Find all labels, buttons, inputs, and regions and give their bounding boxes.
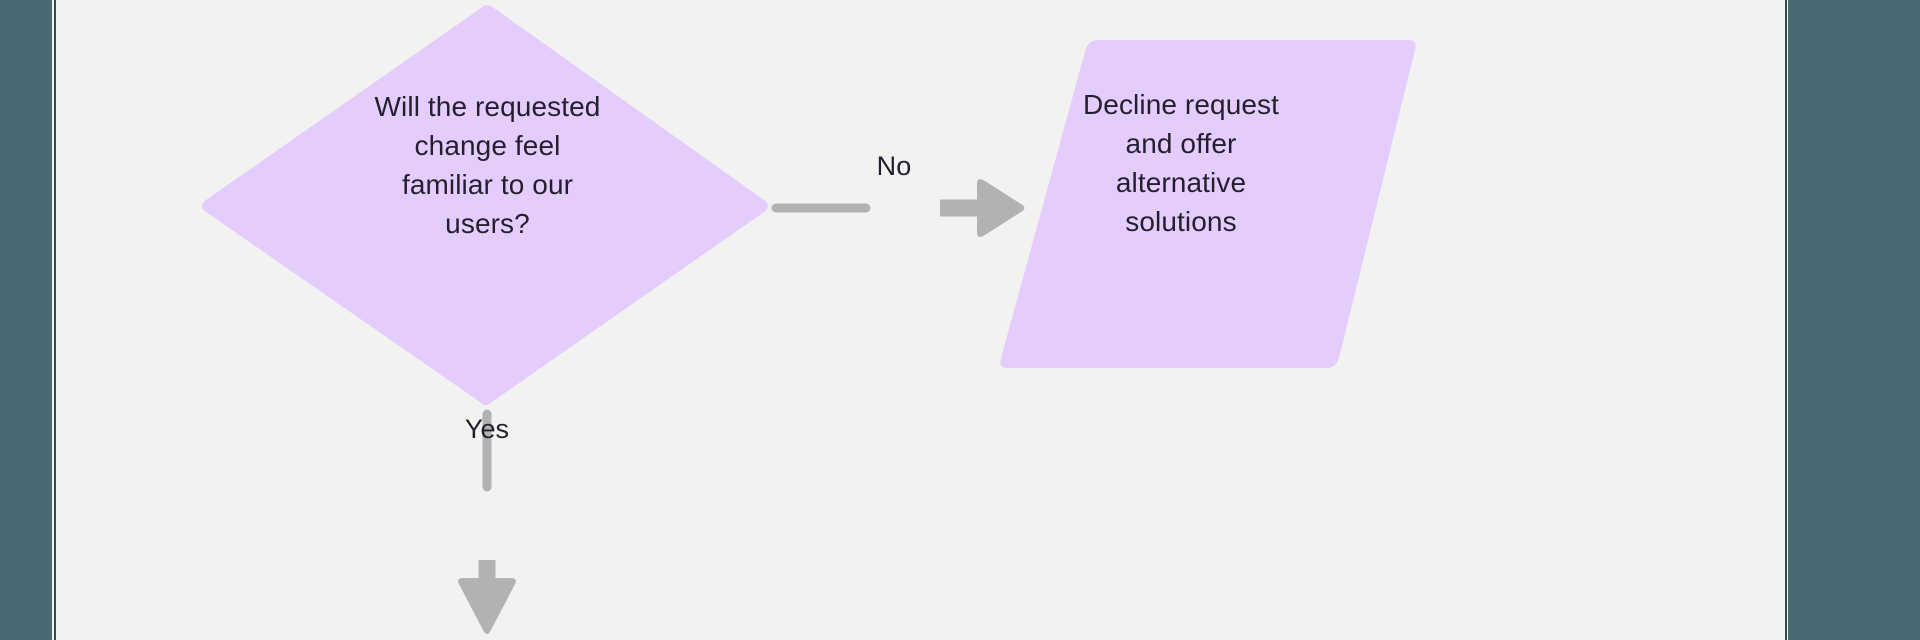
right-side-panel	[1788, 0, 1920, 640]
decline-request-shape[interactable]	[1000, 40, 1416, 368]
right-panel-divider	[1785, 0, 1787, 640]
left-side-panel	[0, 0, 52, 640]
decline-request-label: Decline request and offer alternative so…	[1082, 89, 1280, 237]
flowchart-shape-layer	[202, 5, 1416, 634]
edge-yes-arrow-head	[458, 578, 516, 634]
edge-no-arrow-head	[977, 179, 1025, 237]
left-panel-divider	[54, 0, 56, 640]
decision-familiar-label: Will the requested change feel familiar …	[374, 91, 601, 239]
diagram-stage[interactable]: Will the requested change feel familiar …	[56, 0, 1785, 640]
edge-label-yes: Yes	[464, 414, 510, 444]
edge-label-no: No	[876, 151, 912, 181]
decision-familiar-shape[interactable]	[202, 5, 768, 405]
